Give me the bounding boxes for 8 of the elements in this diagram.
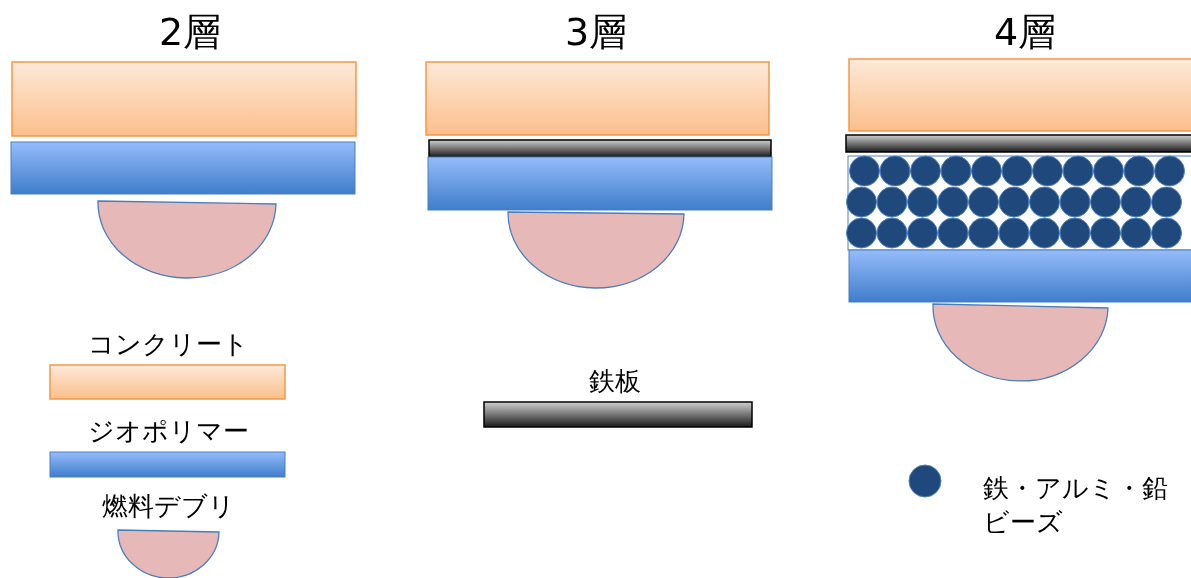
legend-label: 鉄板	[589, 367, 641, 396]
legend-label: ジオポリマー	[87, 417, 249, 446]
legend-label: 燃料デブリ	[101, 492, 235, 521]
heading: 2層	[158, 12, 222, 54]
legend-label: コンクリート	[87, 330, 249, 359]
heading: 3層	[564, 12, 628, 54]
legend-label: 鉄・アルミ・鉛ビーズ	[983, 472, 1169, 539]
heading: 4層	[993, 12, 1057, 54]
